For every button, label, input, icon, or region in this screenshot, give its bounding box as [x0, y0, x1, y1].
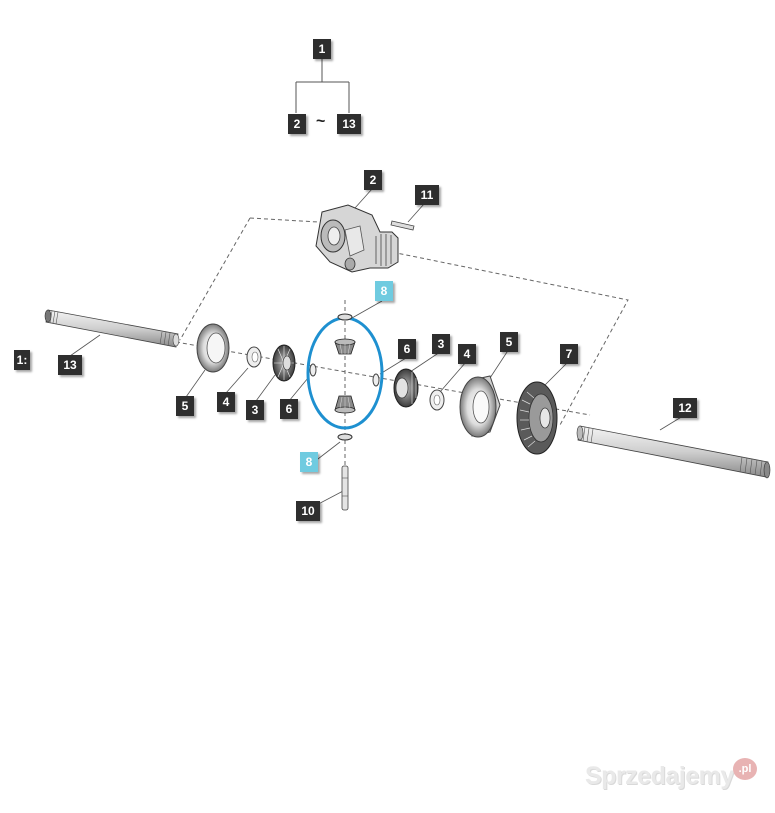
watermark-badge: .pl: [733, 758, 757, 780]
callout-gear-3-left: 3: [246, 400, 264, 420]
watermark-logo: Sprzedajemy: [585, 762, 734, 790]
left-bearing-5: [196, 323, 230, 373]
left-side-gear-3: [272, 344, 296, 382]
lower-spider-washer-8: [337, 433, 353, 441]
crown-wheel-7: [516, 381, 558, 455]
callout-crown-wheel-7: 7: [560, 344, 578, 364]
range-separator: ~: [316, 113, 326, 130]
callout-washer-8-top: 8: [375, 281, 393, 301]
callout-range-end-13: 13: [337, 114, 361, 134]
right-side-gear-3: [393, 368, 419, 408]
callout-washer-8-bottom: 8: [300, 452, 318, 472]
pin-11: [390, 220, 415, 231]
upper-spider-gear-9: [334, 338, 356, 355]
callout-shaft-10: 10: [296, 501, 320, 521]
differential-housing-2: [315, 204, 399, 273]
callout-pin-11: 11: [415, 185, 439, 205]
right-axle-shaft-12: [576, 425, 771, 479]
tree-connector: [295, 59, 350, 113]
callout-bearing-5-right: 5: [500, 332, 518, 352]
leader-lines: [69, 188, 684, 511]
right-washer-4: [429, 389, 445, 411]
callout-gear-3-right: 3: [432, 334, 450, 354]
right-thrust-washer-small: [372, 373, 380, 387]
left-washer-4: [246, 346, 262, 368]
left-thrust-washer-6: [309, 363, 317, 377]
callout-edge-1: 1:: [14, 350, 30, 370]
left-axle-shaft-13: [44, 309, 180, 348]
spider-shaft-10: [341, 465, 349, 511]
callout-assembly-1: 1: [313, 39, 331, 59]
callout-washer-6-left: 6: [280, 399, 298, 419]
right-bearing-5: [459, 375, 501, 438]
callout-bearing-5-left: 5: [176, 396, 194, 416]
callout-washer-4-left: 4: [217, 392, 235, 412]
callout-shaft-12: 12: [673, 398, 697, 418]
callout-range-start-2: 2: [288, 114, 306, 134]
callout-housing-2: 2: [364, 170, 382, 190]
callout-shaft-13: 13: [58, 355, 82, 375]
callout-washer-6-right: 6: [398, 339, 416, 359]
callout-washer-4-right: 4: [458, 344, 476, 364]
lower-spider-gear-9: [334, 395, 356, 414]
upper-spider-washer-8: [337, 313, 353, 321]
